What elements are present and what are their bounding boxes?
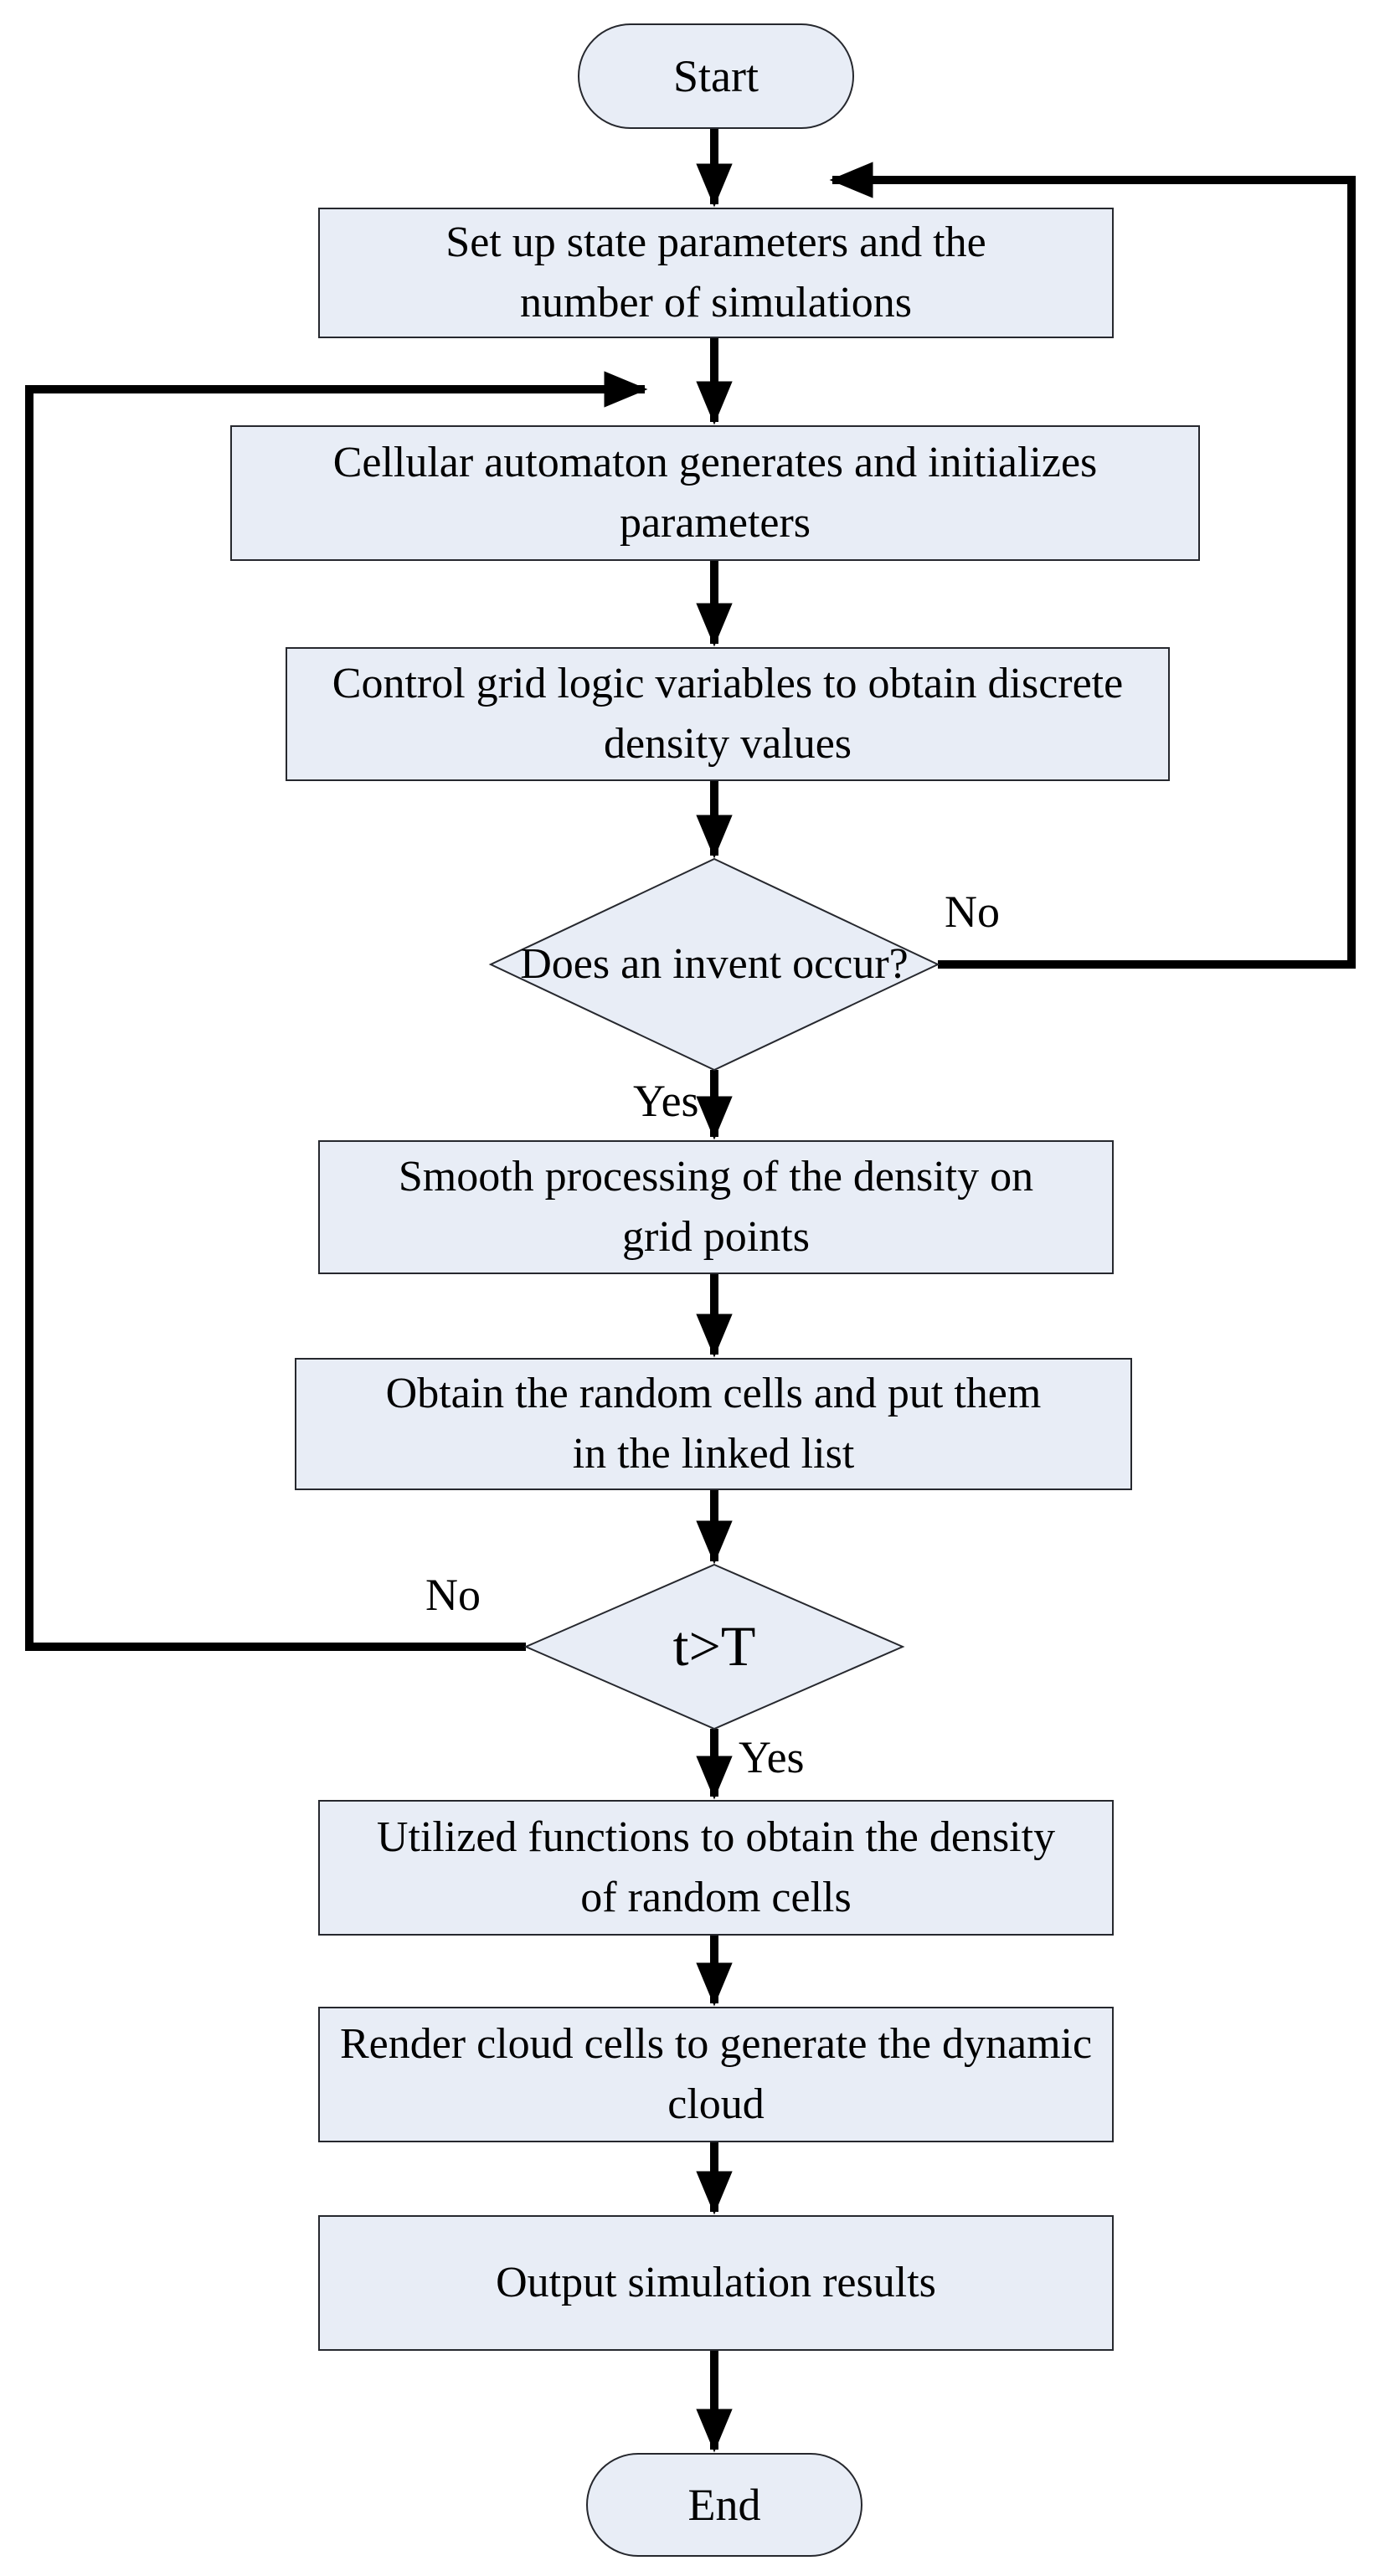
node-render: Render cloud cells to generate the dynam…: [318, 2007, 1114, 2142]
node-label: Render cloud cells to generate the dynam…: [339, 2020, 1093, 2128]
decision-invent-shape: [488, 857, 940, 1072]
edge-label-ttest-yes: Yes: [739, 1732, 805, 1782]
node-utilize: Utilized functions to obtain the density…: [318, 1800, 1114, 1936]
node-label: Start: [673, 50, 759, 101]
end-node: End: [586, 2453, 862, 2557]
edge-label-invent-no: No: [945, 887, 1000, 937]
loop-invent-no: [829, 162, 1356, 969]
start-node: Start: [578, 23, 854, 129]
node-output: Output simulation results: [318, 2215, 1114, 2351]
node-label: Utilized functions to obtain the density…: [376, 1813, 1056, 1921]
node-generate: Cellular automaton generates and initial…: [230, 425, 1200, 561]
node-label: Output simulation results: [496, 2259, 936, 2307]
node-label: Cellular automaton generates and initial…: [332, 439, 1098, 547]
node-smooth: Smooth processing of the density on grid…: [318, 1140, 1114, 1274]
node-label: Set up state parameters and the number o…: [445, 219, 986, 326]
node-label: End: [687, 2479, 761, 2530]
node-label: Obtain the random cells and put them in …: [385, 1370, 1042, 1478]
node-label: Smooth processing of the density on grid…: [398, 1153, 1034, 1261]
edge-label-ttest-no: No: [425, 1570, 481, 1620]
loop-ttest-no: [25, 371, 648, 1651]
decision-ttest-shape: [523, 1563, 905, 1730]
node-control: Control grid logic variables to obtain d…: [286, 647, 1170, 781]
node-setup: Set up state parameters and the number o…: [318, 208, 1114, 338]
node-label: Control grid logic variables to obtain d…: [332, 660, 1124, 768]
edge-label-invent-yes: Yes: [633, 1076, 699, 1126]
node-obtain: Obtain the random cells and put them in …: [295, 1358, 1132, 1490]
